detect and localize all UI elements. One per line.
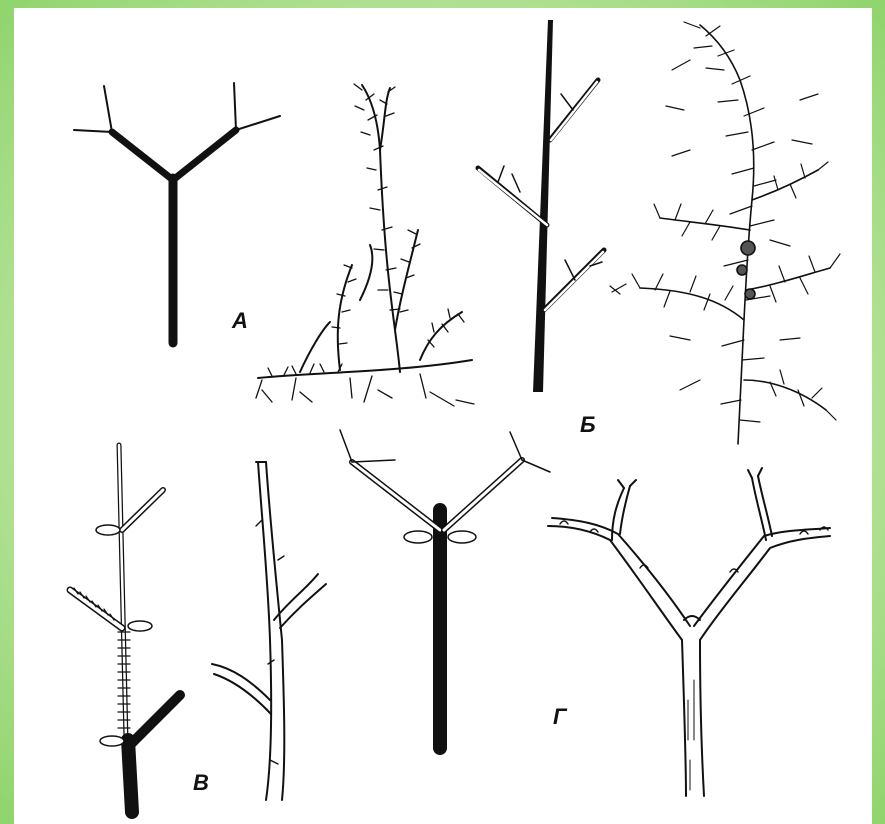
conifer-sprig-drawing (256, 84, 474, 406)
juniper-branch-drawing (610, 22, 840, 444)
open-center-tree-drawing (548, 468, 830, 796)
label-v: В (193, 770, 209, 796)
scheme-b-central-leader (478, 20, 604, 392)
label-b: Б (580, 412, 596, 438)
pruned-shoot-drawing (212, 462, 326, 800)
scheme-v-pruned-shoot (70, 445, 180, 812)
scheme-a-y-branch (74, 83, 280, 343)
scheme-g-open-center (340, 430, 550, 748)
label-a: А (232, 308, 248, 334)
label-g: Г (553, 704, 567, 730)
